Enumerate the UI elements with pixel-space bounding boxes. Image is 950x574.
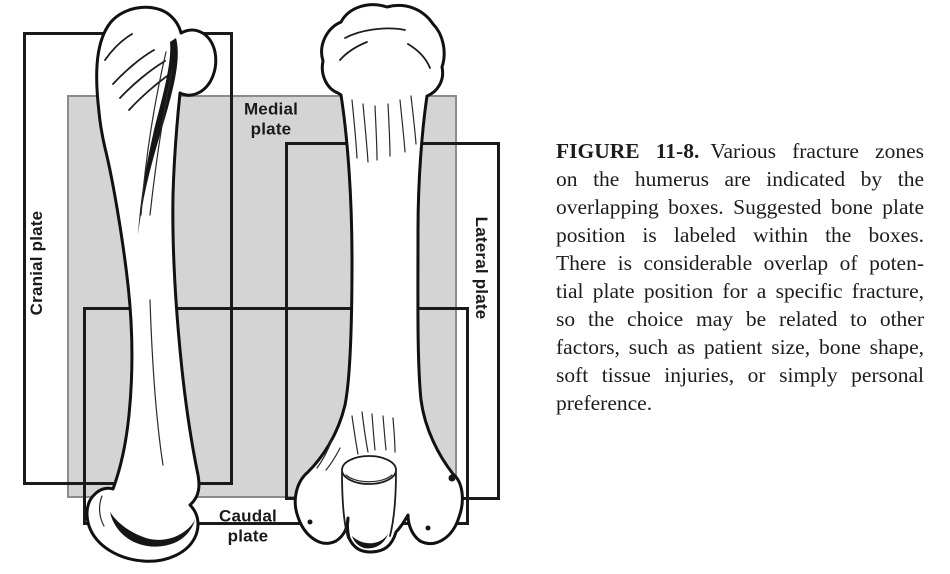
caption-line: so the choice may be related to other [556,307,924,331]
caption-line: There is considerable overlap of poten- [556,251,924,275]
lateral-plate-label: Lateral plate [471,216,491,320]
caption-line: factors, such as patient size, bone shap… [556,335,924,359]
caption-text: Various fracture zones [710,139,924,163]
caption-line: soft tissue injuries, or simply personal [556,363,924,387]
figure-diagram: Cranial plate Medial plate Lateral plate… [23,3,500,563]
figure-caption: FIGURE 11-8. Various fracture zones on th… [556,137,924,417]
humerus-illustrations [85,3,464,563]
caption-line: FIGURE 11-8. Various fracture zones [556,137,924,165]
caption-line: overlapping boxes. Suggested bone plate [556,195,924,219]
figure-number-label: FIGURE 11-8. [556,139,700,163]
caudal-plate-zone-box [83,307,469,525]
caption-line: position is labeled within the boxes. [556,223,924,247]
caption-line: preference. [556,391,653,415]
medial-plate-label: Medial plate [243,99,299,138]
cranial-plate-label: Cranial plate [27,210,47,316]
caudal-plate-label: Caudal plate [219,506,277,545]
caption-line: on the humerus are indicated by the [556,167,924,191]
humerus-lateral-view-illustration [85,5,218,563]
humerus-caudal-view-illustration [293,3,464,554]
caption-line: tial plate position for a specific fract… [556,279,924,303]
